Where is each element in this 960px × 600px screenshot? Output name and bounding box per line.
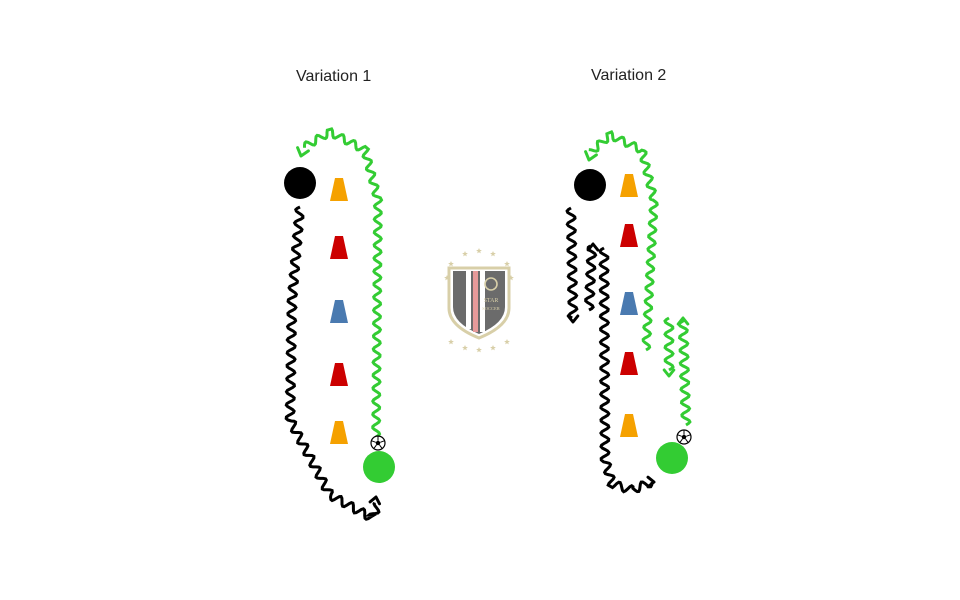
green-arrowhead-down: [662, 368, 676, 378]
green-start-marker: [363, 451, 395, 483]
green-dribble-path-up: [677, 318, 692, 427]
green-dribble-path-down: [663, 316, 675, 372]
star-icon: [490, 345, 496, 351]
cone-orange: [330, 421, 348, 444]
cone-red: [620, 224, 638, 247]
variation-1-title: Variation 1: [296, 68, 372, 85]
green-dribble-path-top: [588, 129, 659, 352]
star-icon: [504, 339, 510, 345]
variation-2-diagram: [565, 129, 692, 494]
black-arrowhead: [368, 495, 381, 506]
soccer-ball-icon: [676, 429, 692, 445]
cone-orange: [620, 414, 638, 437]
cone-red: [330, 236, 348, 259]
cone-blue: [330, 300, 348, 323]
green-arrowhead-up: [676, 316, 690, 326]
black-dribble-path-left: [565, 206, 579, 320]
star-icon: [476, 248, 482, 254]
cone-orange: [620, 174, 638, 197]
black-start-marker: [284, 167, 316, 199]
variation-1-diagram: [284, 127, 395, 521]
black-arrowhead-main: [646, 475, 656, 489]
star-icon: [490, 251, 496, 257]
cone-column: [620, 174, 638, 437]
black-start-marker: [574, 169, 606, 201]
star-icon: [476, 347, 482, 353]
star-icon: [462, 251, 468, 257]
black-dribble-path: [284, 205, 381, 521]
cone-red: [620, 352, 638, 375]
green-arrowhead: [296, 146, 310, 158]
star-icon: [448, 339, 454, 345]
black-dribble-path-up: [584, 244, 598, 312]
star-icon: [444, 275, 450, 281]
cone-blue: [620, 292, 638, 315]
green-arrowhead-top: [584, 150, 598, 162]
logo-text-soccer: SOCCER: [482, 306, 500, 311]
green-start-marker: [656, 442, 688, 474]
star-icon: [508, 275, 514, 281]
green-dribble-path: [303, 127, 384, 439]
star-icon: [448, 261, 454, 267]
cone-red: [330, 363, 348, 386]
star-icon: [462, 345, 468, 351]
star-icon: [504, 261, 510, 267]
cone-orange: [330, 178, 348, 201]
star-soccer-logo: STAR SOCCER: [444, 248, 514, 353]
logo-text-star: STAR: [484, 298, 499, 304]
black-arrowhead-left: [566, 314, 580, 324]
cone-column: [330, 178, 348, 444]
variation-2-title: Variation 2: [591, 67, 667, 84]
black-dribble-path-main: [598, 246, 654, 494]
black-arrowhead-up: [586, 242, 600, 252]
soccer-ball-icon: [370, 435, 386, 451]
